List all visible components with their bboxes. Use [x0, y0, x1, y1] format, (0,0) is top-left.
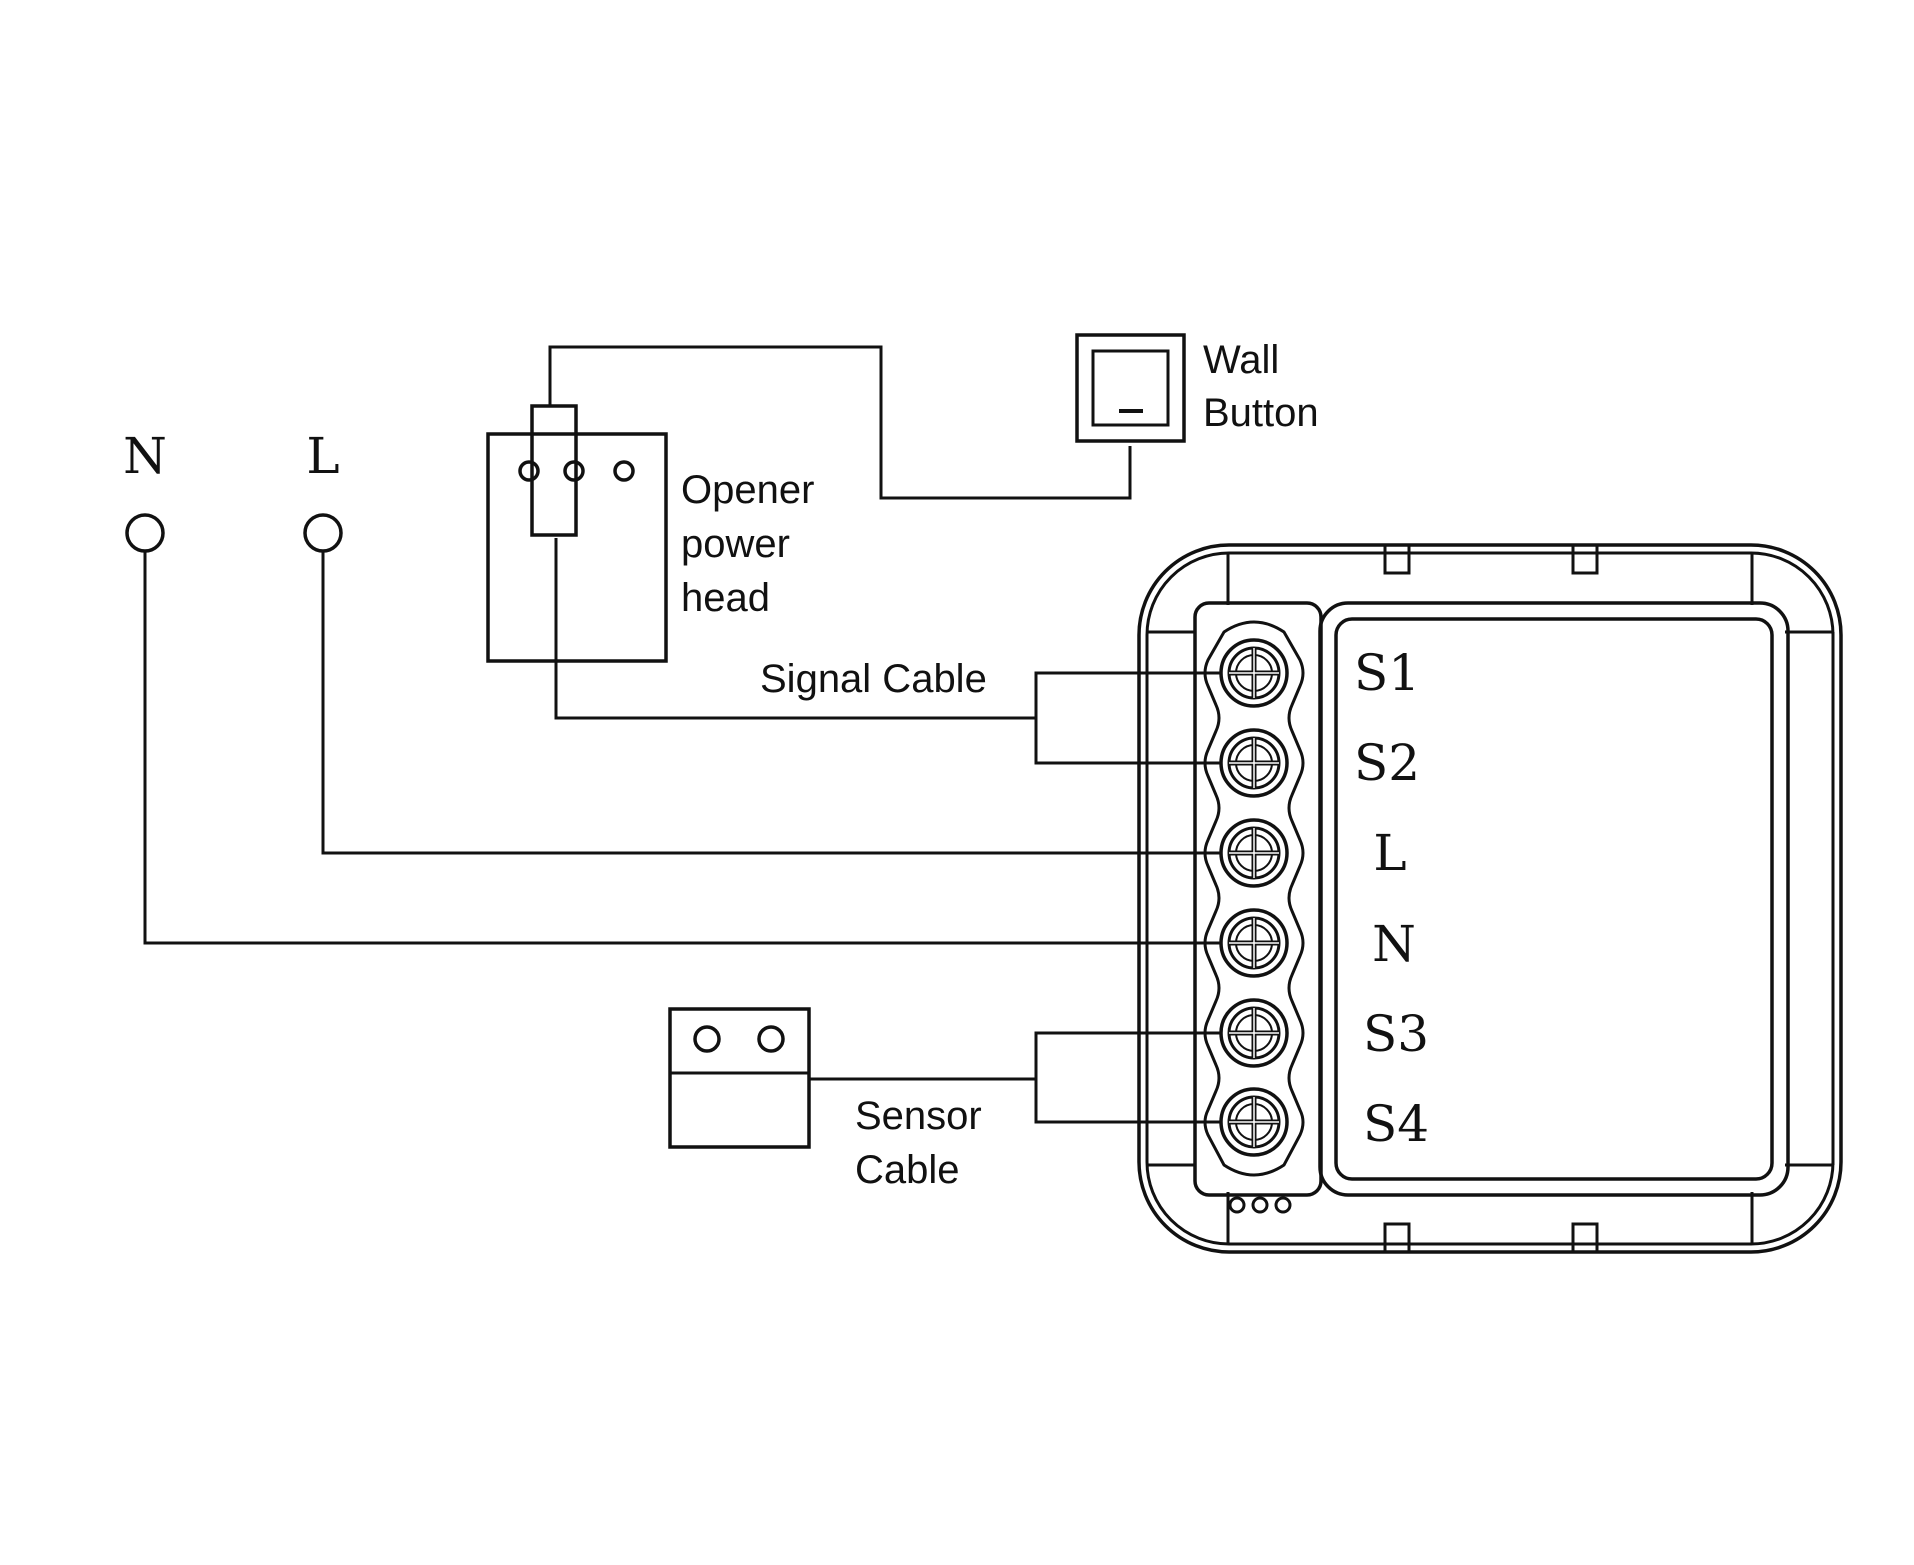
- live-wire: [321, 551, 1250, 855]
- terminal-label-s4: S4: [1363, 1095, 1429, 1153]
- neutral-supply-label: N: [123, 427, 167, 485]
- signal-cable-split: [1034, 671, 1250, 765]
- opener-label-line1: Opener: [681, 468, 814, 512]
- screw-terminal-s3: [1219, 998, 1289, 1068]
- terminal-label-s2: S2: [1354, 734, 1420, 792]
- wires: [143, 345, 1250, 1124]
- screw-terminals: [1219, 638, 1289, 1157]
- opener-contact-1: [518, 460, 540, 482]
- opener-label-line3: head: [681, 576, 770, 620]
- module-clip-top-2: [1571, 543, 1599, 575]
- module-clip-bottom-2: [1571, 1222, 1599, 1254]
- sensor-body: [668, 1007, 811, 1149]
- module-panel-inner: [1334, 617, 1774, 1181]
- screw-terminal-l: [1219, 818, 1289, 888]
- terminal-label-s3: S3: [1363, 1005, 1429, 1063]
- opener-power-head: Opener power head: [486, 404, 814, 663]
- module-clip-bottom-1: [1383, 1222, 1411, 1254]
- screw-terminal-n: [1219, 908, 1289, 978]
- neutral-supply-terminal: [125, 513, 165, 553]
- neutral-wire: [143, 551, 1250, 945]
- module-led-3: [1274, 1196, 1292, 1214]
- sensor-contact-2: [757, 1025, 785, 1053]
- screw-terminal-s4: [1219, 1087, 1289, 1157]
- supply-terminals: N L: [123, 427, 343, 553]
- sensor-cable-split: [1034, 1031, 1250, 1124]
- signal-cable-wire: [554, 538, 1036, 720]
- sensor-contact-1: [693, 1025, 721, 1053]
- smart-module: S1 S2 L N S3 S4: [1137, 543, 1843, 1254]
- wall-button-rocker: [1091, 349, 1170, 427]
- opener-connector-block: [530, 404, 578, 537]
- sensor: Sensor Cable: [668, 1007, 982, 1192]
- module-led-2: [1251, 1196, 1269, 1214]
- wall-button-label-line2: Button: [1203, 391, 1319, 435]
- sensor-cable-label-line2: Cable: [855, 1148, 960, 1192]
- module-panel-outer: [1318, 601, 1790, 1197]
- terminal-label-n: N: [1372, 915, 1416, 973]
- live-supply-label: L: [306, 427, 339, 485]
- terminal-strip-body: [1203, 620, 1305, 1177]
- wall-button-frame: [1075, 333, 1186, 443]
- opener-to-wall-button-wire: [548, 345, 1132, 500]
- module-led-1: [1228, 1196, 1246, 1214]
- module-outer-housing: [1137, 543, 1843, 1254]
- module-clip-top-1: [1383, 543, 1411, 575]
- screw-terminal-s2: [1219, 728, 1289, 798]
- opener-label-line2: power: [681, 522, 790, 566]
- opener-contact-2: [563, 460, 585, 482]
- opener-contact-3: [613, 460, 635, 482]
- live-supply-terminal: [303, 513, 343, 553]
- screw-terminal-s1: [1219, 638, 1289, 708]
- wall-button-label-line1: Wall: [1203, 338, 1279, 382]
- terminal-label-s1: S1: [1354, 644, 1420, 702]
- signal-cable-label: Signal Cable: [760, 657, 987, 701]
- sensor-cable-label-line1: Sensor: [855, 1094, 982, 1138]
- wall-button: Wall Button: [1075, 333, 1319, 443]
- terminal-label-l: L: [1373, 824, 1406, 882]
